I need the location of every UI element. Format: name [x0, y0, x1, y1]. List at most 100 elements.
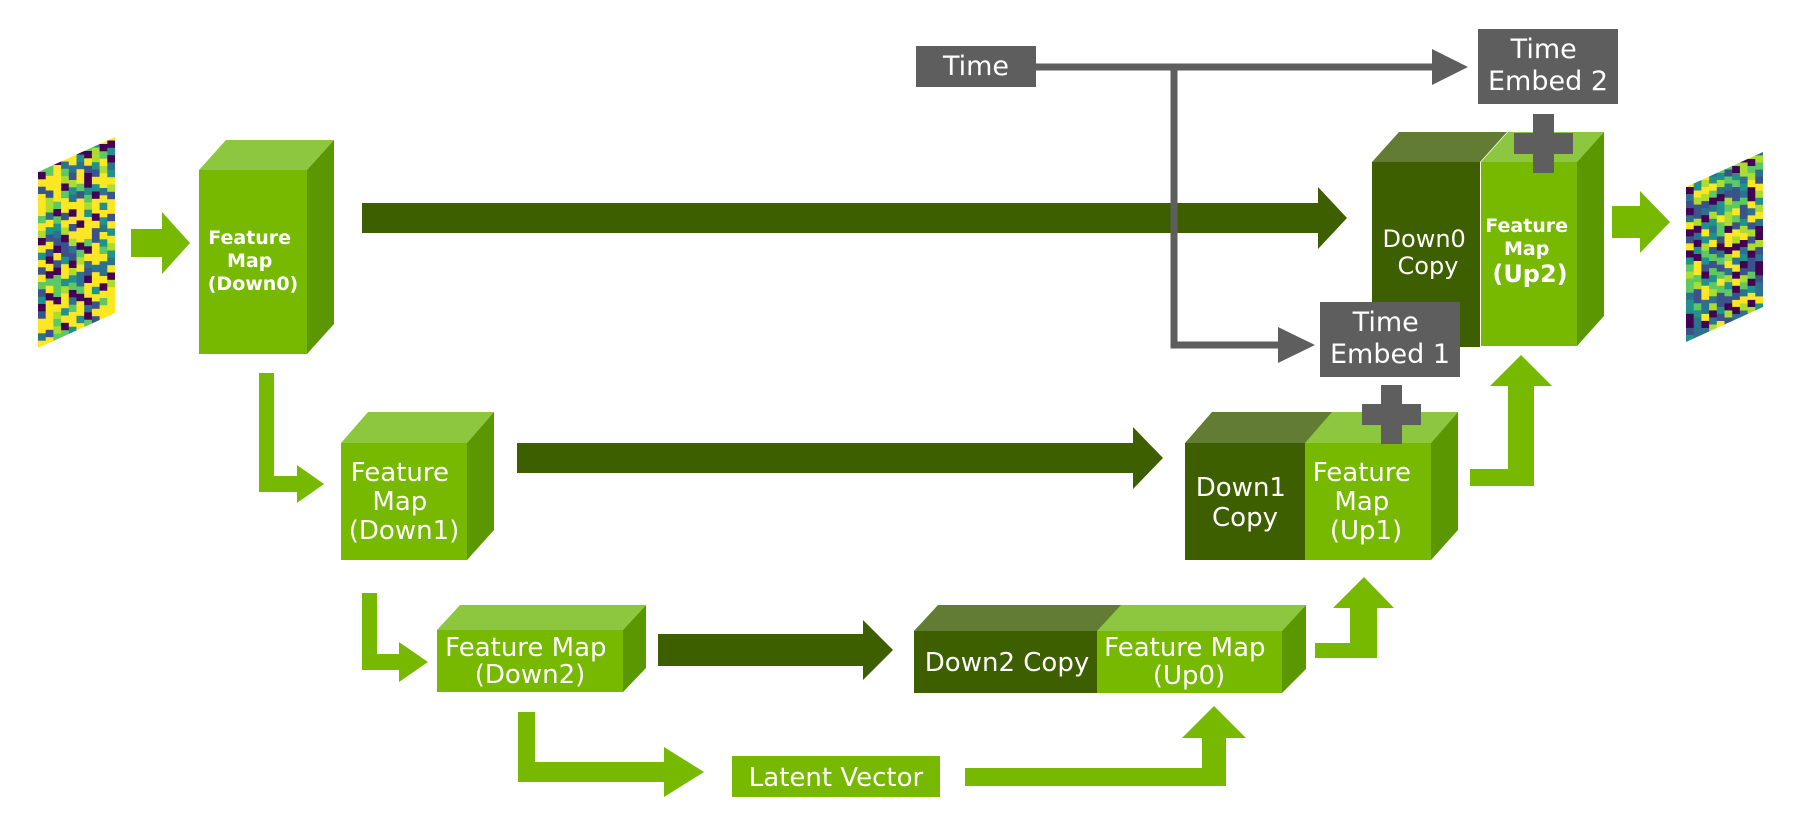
heatmap-cell — [76, 147, 85, 156]
heatmap-cell — [99, 232, 108, 240]
heatmap-cell — [1709, 275, 1718, 283]
heatmap-cell — [1693, 282, 1702, 290]
heatmap-cell — [53, 201, 62, 210]
heatmap-cell — [99, 312, 108, 321]
heatmap-cell — [61, 154, 70, 163]
heatmap-cell — [1701, 187, 1710, 195]
heatmap-cell — [91, 257, 101, 266]
heatmap-cell — [1701, 342, 1709, 350]
heatmap-cell — [1709, 232, 1718, 241]
heatmap-cell — [107, 309, 115, 318]
heatmap-cell — [1732, 257, 1741, 266]
heatmap-cell — [61, 286, 70, 295]
heatmap-cell — [53, 267, 62, 276]
heatmap-cell — [1709, 197, 1718, 206]
heatmap-cell — [61, 264, 70, 273]
heatmap-cell — [1716, 166, 1726, 174]
heatmap-cell — [1701, 349, 1709, 357]
heatmap-cell — [38, 164, 47, 173]
heatmap-cell — [53, 260, 62, 269]
arrow-input-to-down0 — [131, 212, 190, 274]
heatmap-cell — [1686, 236, 1695, 244]
heatmap-cell — [1686, 306, 1695, 315]
heatmap-cell — [1724, 282, 1733, 290]
heatmap-cell — [1716, 201, 1726, 209]
heatmap-cell — [1732, 152, 1741, 160]
heatmap-cell — [1724, 155, 1733, 163]
heatmap-cell — [68, 268, 78, 276]
heatmap-cell — [1693, 261, 1702, 269]
heatmap-cell — [68, 143, 78, 152]
heatmap-cell — [1724, 152, 1733, 156]
heatmap-cell — [91, 279, 101, 288]
up1-label-line1: Feature — [1313, 458, 1411, 488]
heatmap-cell — [61, 352, 69, 360]
heatmap-cell — [1724, 176, 1733, 185]
heatmap-cell — [1709, 169, 1718, 178]
heatmap-cell — [1747, 222, 1756, 230]
heatmap-cell — [53, 172, 62, 181]
heatmap-cell — [1747, 152, 1756, 153]
heatmap-cell — [38, 179, 47, 188]
heatmap-cell — [84, 268, 93, 277]
heatmap-cell — [1739, 254, 1749, 262]
heatmap-cell — [1732, 285, 1741, 294]
heatmap-cell — [1747, 229, 1756, 238]
heatmap-cell — [45, 263, 54, 272]
heatmap-cell — [38, 252, 47, 261]
heatmap-cell — [1739, 152, 1749, 156]
heatmap-cell — [107, 250, 115, 259]
heatmap-cell — [76, 257, 85, 266]
heatmap-cell — [45, 315, 54, 324]
heatmap-cell — [38, 216, 47, 224]
heatmap-cell — [107, 199, 115, 208]
heatmap-cell — [1701, 313, 1710, 322]
heatmap-cell — [1755, 240, 1763, 248]
heatmap-cell — [1732, 299, 1741, 308]
heatmap-cell — [1732, 208, 1741, 216]
heatmap-cell — [1755, 324, 1763, 333]
heatmap-cell — [76, 279, 85, 288]
heatmap-cell — [107, 294, 115, 303]
time-embed-1-line1: Time — [1352, 307, 1419, 338]
heatmap-cell — [38, 230, 47, 239]
heatmap-cell — [1747, 250, 1756, 259]
heatmap-cell — [76, 308, 85, 317]
heatmap-cell — [1732, 222, 1741, 230]
heatmap-cell — [1701, 229, 1710, 237]
heatmap-cell — [1693, 239, 1702, 248]
heatmap-cell — [91, 264, 101, 273]
heatmap-cell — [84, 180, 93, 189]
heatmap-cell — [1701, 320, 1710, 329]
heatmap-cell — [46, 359, 54, 367]
heatmap-cell — [1709, 296, 1718, 304]
heatmap-cell — [61, 161, 70, 170]
heatmap-cell — [1716, 299, 1726, 308]
heatmap-cell — [1709, 303, 1718, 311]
heatmap-cell — [1693, 324, 1702, 332]
heatmap-cell — [53, 289, 62, 298]
heatmap-cell — [76, 220, 85, 229]
heatmap-cell — [45, 307, 54, 316]
heatmap-cell — [1755, 282, 1763, 290]
heatmap-cell — [107, 235, 115, 244]
heatmap-cell — [1701, 201, 1710, 209]
heatmap-cell — [1693, 331, 1702, 340]
heatmap-cell — [84, 290, 93, 299]
heatmap-cell — [84, 209, 93, 218]
heatmap-cell — [53, 304, 62, 313]
heatmap-cell — [107, 265, 115, 274]
heatmap-cell — [1739, 190, 1749, 199]
heatmap-cell — [38, 304, 47, 312]
heatmap-cell — [45, 219, 54, 228]
plus-icon-up1 — [1362, 385, 1421, 444]
heatmap-cell — [1724, 275, 1733, 283]
time-label: Time — [942, 51, 1009, 82]
heatmap-cell — [99, 320, 108, 328]
time-embed-1-box: Time Embed 1 — [1320, 302, 1460, 377]
heatmap-cell — [91, 272, 101, 281]
heatmap-cell — [1686, 278, 1695, 287]
heatmap-cell — [1732, 264, 1741, 273]
heatmap-cell — [1686, 356, 1694, 364]
heatmap-cell — [1724, 232, 1733, 241]
